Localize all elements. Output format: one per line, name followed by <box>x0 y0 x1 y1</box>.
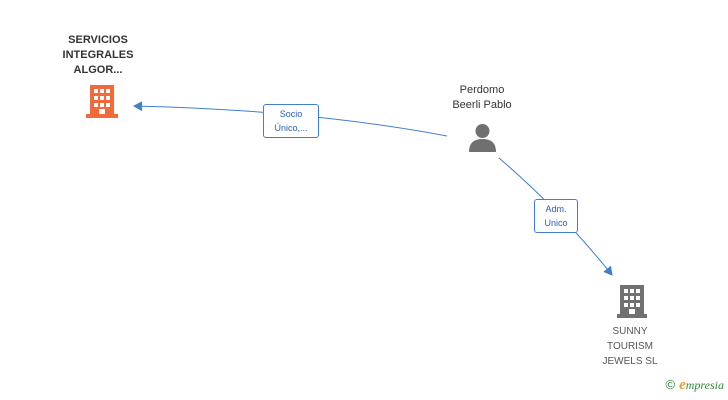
edge-label-socio-unico: Socio Único,... <box>263 104 319 138</box>
person-label[interactable]: Perdomo Beerli Pablo <box>452 84 512 111</box>
building-icon[interactable] <box>86 84 118 118</box>
person-icon[interactable] <box>468 123 497 152</box>
building-icon[interactable] <box>617 284 647 318</box>
company-secondary-label[interactable]: SUNNY TOURISM JEWELS SL <box>602 326 658 367</box>
edge-label-adm-unico: Adm. Unico <box>534 199 578 233</box>
company-main-label[interactable]: SERVICIOS INTEGRALES ALGOR... <box>62 34 134 76</box>
empresia-logo: ©empresia <box>665 377 725 393</box>
copyright-icon: © <box>665 377 676 392</box>
